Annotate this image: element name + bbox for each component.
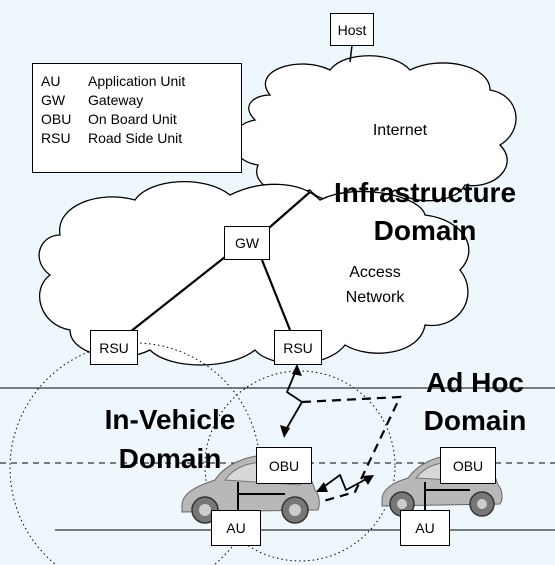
link-gw-rsu-right [260, 259, 292, 331]
legend-row: AU Application Unit [41, 71, 241, 90]
au-right-node: AU [400, 510, 450, 546]
link-internet-gw [261, 191, 311, 235]
legend-abbr: OBU [41, 110, 72, 127]
wireless-arrow-right [362, 475, 374, 485]
access-network-label-line1: Access [349, 264, 401, 281]
obu-left-node: OBU [256, 447, 312, 484]
in-vehicle-domain-circle-right [204, 370, 396, 562]
host-node: Host [330, 13, 374, 46]
gateway-node: GW [224, 226, 270, 260]
adhoc-domain-label-line2: Domain [423, 405, 527, 436]
wireless-link-rsu-obu [283, 367, 304, 434]
obu-right-node: OBU [440, 447, 496, 484]
wireless-arrow-down [280, 425, 290, 438]
legend-box: AU Application Unit GW Gateway OBU On Bo… [32, 63, 242, 173]
rsu-left-node: RSU [90, 330, 138, 365]
infrastructure-domain-label-line1: Infrastructure [333, 177, 517, 208]
legend-desc: On Board Unit [88, 110, 177, 127]
legend-abbr: AU [41, 72, 61, 89]
internet-label: Internet [372, 122, 428, 139]
infrastructure-domain-label-line2: Domain [373, 215, 477, 246]
in-vehicle-domain-label-line2: Domain [118, 443, 222, 474]
legend-desc: Road Side Unit [88, 129, 183, 146]
rsu-right-node: RSU [274, 330, 322, 365]
legend-row: OBU On Board Unit [41, 109, 241, 128]
adhoc-dashed-route [301, 395, 402, 504]
wireless-arrow-up [292, 364, 302, 376]
legend-desc: Application Unit [88, 72, 186, 89]
legend-row: GW Gateway [41, 90, 241, 109]
link-host-internet [349, 44, 353, 63]
legend-abbr: GW [41, 91, 66, 108]
legend-row: RSU Road Side Unit [41, 128, 241, 147]
wireless-link-obu-obu [321, 473, 369, 492]
access-network-label-line2: Network [345, 289, 405, 306]
au-left-node: AU [211, 510, 261, 546]
adhoc-domain-label-line1: Ad Hoc [426, 367, 524, 398]
wireless-arrow-left [316, 482, 328, 492]
legend-desc: Gateway [88, 91, 144, 108]
in-vehicle-domain-label-line1: In-Vehicle [104, 404, 236, 435]
legend-abbr: RSU [41, 129, 71, 146]
internet-cloud [232, 55, 517, 204]
link-gw-rsu-left [129, 256, 226, 333]
